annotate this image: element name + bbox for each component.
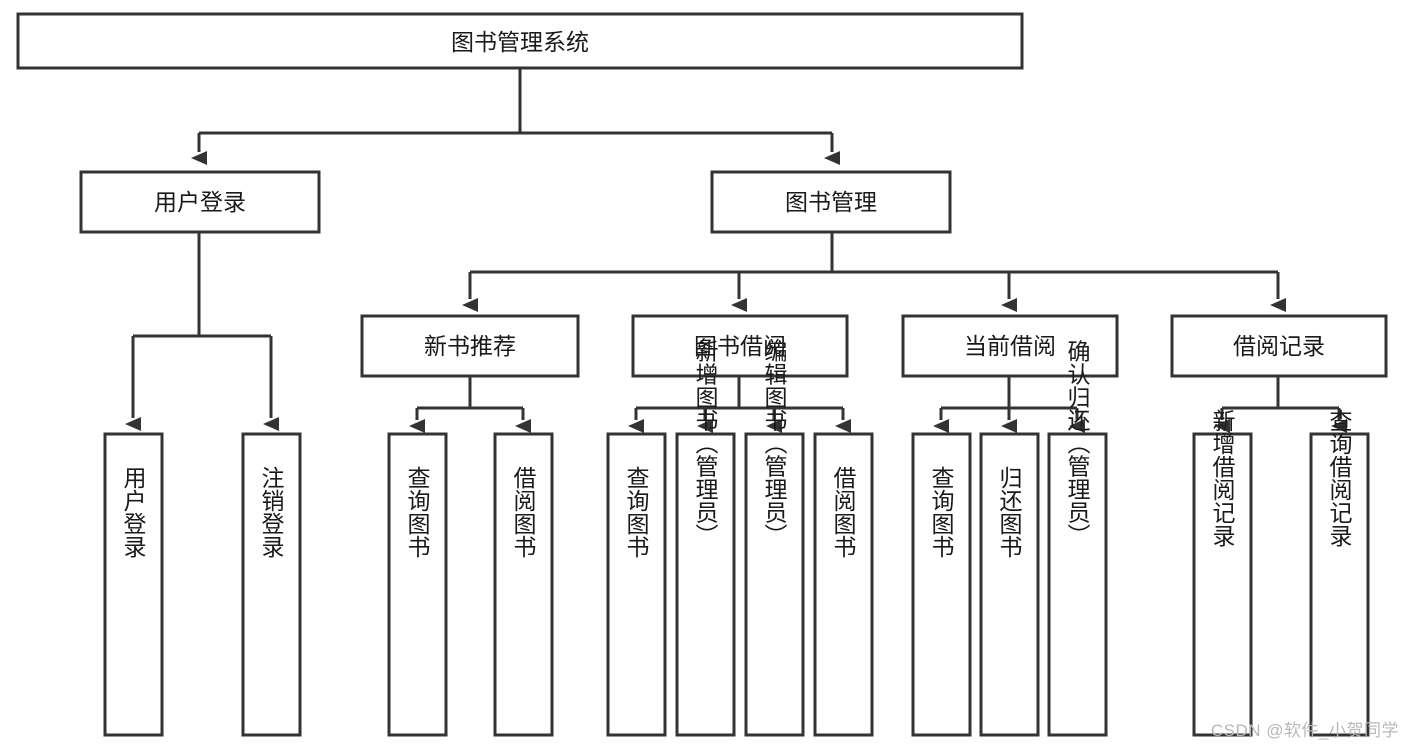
leaf-user-login-signin[interactable]: 用户登录 <box>103 432 164 737</box>
connector-userlogin-to-leaves <box>125 232 279 431</box>
watermark: CSDN @软件_小贺同学 <box>1210 721 1399 740</box>
leaf-current-query[interactable]: 查询图书 <box>911 432 972 737</box>
connector-records-to-leaves <box>1214 376 1347 433</box>
leaf-borrow-add-book-label: 新增图书（管理员） <box>692 340 719 547</box>
leaf-borrow-edit-book[interactable]: 编辑图书（管理员） <box>744 340 805 737</box>
leaf-user-login-signin-label: 用户登录 <box>120 466 147 558</box>
leaf-borrow-add-book[interactable]: 新增图书（管理员） <box>675 340 736 737</box>
leaf-new-book-borrow-label: 借阅图书 <box>510 466 537 558</box>
leaf-borrow-query-label: 查询图书 <box>623 466 650 558</box>
leaf-user-login-signout-label: 注销登录 <box>258 466 285 558</box>
node-root[interactable]: 图书管理系统 <box>16 12 1024 70</box>
node-borrow-records[interactable]: 借阅记录 <box>1170 314 1388 378</box>
node-root-label: 图书管理系统 <box>451 29 589 55</box>
node-user-login[interactable]: 用户登录 <box>79 170 321 234</box>
leaf-records-add[interactable]: 新增借阅记录 <box>1192 409 1253 737</box>
node-book-management-label: 图书管理 <box>785 189 877 215</box>
node-user-login-label: 用户登录 <box>154 189 246 215</box>
leaf-records-add-label: 新增借阅记录 <box>1209 409 1236 547</box>
leaf-borrow-query[interactable]: 查询图书 <box>606 432 667 737</box>
node-book-borrow[interactable]: 图书借阅 <box>631 314 849 378</box>
leaf-current-return[interactable]: 归还图书 <box>979 432 1040 737</box>
connector-current-to-leaves <box>933 376 1085 433</box>
leaf-user-login-signout[interactable]: 注销登录 <box>241 432 302 737</box>
node-new-book-recommend-label: 新书推荐 <box>424 333 516 359</box>
leaf-borrow-borrow-book-label: 借阅图书 <box>830 466 857 558</box>
leaf-new-book-borrow[interactable]: 借阅图书 <box>493 432 554 737</box>
leaf-records-query-label: 查询借阅记录 <box>1326 409 1353 547</box>
leaf-current-return-label: 归还图书 <box>996 466 1023 558</box>
leaf-records-query[interactable]: 查询借阅记录 <box>1309 409 1370 737</box>
leaf-borrow-edit-book-label: 编辑图书（管理员） <box>761 340 788 547</box>
connector-newbook-to-leaves <box>409 376 531 433</box>
connector-borrow-to-leaves <box>628 376 851 433</box>
connector-root-to-level2 <box>191 68 840 165</box>
node-borrow-records-label: 借阅记录 <box>1233 333 1325 359</box>
leaf-current-confirm-return-label: 确认归还（管理员） <box>1064 340 1091 547</box>
leaf-new-book-query[interactable]: 查询图书 <box>387 432 448 737</box>
node-book-management[interactable]: 图书管理 <box>710 170 952 234</box>
leaf-current-query-label: 查询图书 <box>928 466 955 558</box>
leaf-current-confirm-return[interactable]: 确认归还（管理员） <box>1047 340 1108 737</box>
node-current-borrow[interactable]: 当前借阅 <box>901 314 1119 378</box>
node-book-borrow-label: 图书借阅 <box>694 333 786 359</box>
node-new-book-recommend[interactable]: 新书推荐 <box>360 314 580 378</box>
connector-bookmgmt-to-level3 <box>462 232 1286 312</box>
node-current-borrow-label: 当前借阅 <box>964 333 1056 359</box>
leaf-new-book-query-label: 查询图书 <box>404 466 431 558</box>
leaf-borrow-borrow-book[interactable]: 借阅图书 <box>813 432 874 737</box>
